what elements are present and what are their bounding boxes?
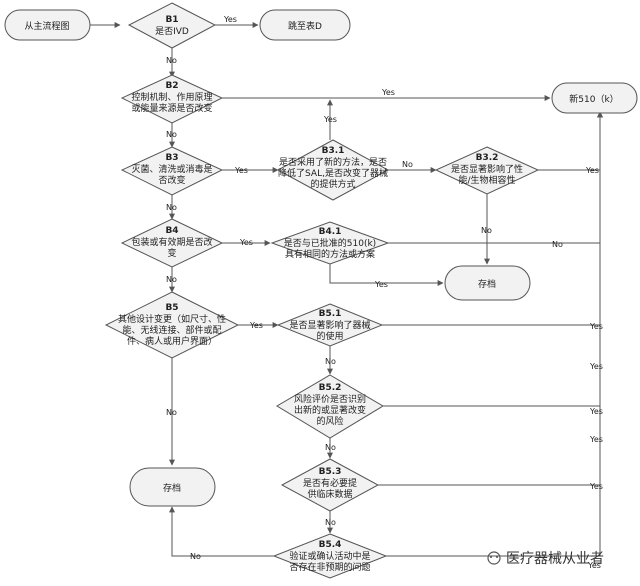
node-b32-line2: 能/生物相容性	[458, 174, 515, 186]
label-no-b53: No	[325, 518, 336, 527]
node-b53-id: B5.3	[319, 467, 342, 477]
node-b54-id: B5.4	[319, 540, 342, 550]
node-b51: B5.1 是否显著影响了器械 的使用	[276, 303, 384, 347]
label-yes-b1: Yes	[223, 15, 237, 24]
node-b31-id: B3.1	[322, 146, 345, 156]
node-b41: B4.1 是否与已批准的510(k) 具有相同的方法或方案	[270, 221, 390, 265]
node-b2-line1: 控制机制、作用原理	[131, 91, 212, 103]
node-archive-1: 存档	[444, 265, 531, 301]
node-b52-line1: 风险评价是否识别	[294, 393, 366, 405]
label-no-b4: No	[166, 275, 177, 284]
node-b52: B5.2 风险评价是否识别 出新的或显著改变 的风险	[276, 374, 384, 439]
node-b31-line1: 是否采用了新的方法，是否	[279, 156, 387, 168]
label-no-b2: No	[166, 130, 177, 139]
node-goto-d-text: 跳至表D	[288, 20, 322, 32]
node-b32-id: B3.2	[476, 153, 499, 163]
label-yes-b51: Yes	[589, 322, 603, 331]
node-b52-id: B5.2	[319, 383, 342, 393]
label-no-b52: No	[325, 443, 336, 452]
label-yes-b41: Yes	[374, 280, 388, 289]
wechat-icon	[487, 551, 501, 565]
label-no-b54: No	[190, 552, 201, 561]
node-b52-line2: 出新的或显著改变	[294, 404, 366, 416]
node-b3-line1: 灭菌、清洗或消毒是	[131, 163, 212, 175]
edge-b41-archive	[329, 262, 444, 286]
label-yes-b54: Yes	[587, 561, 601, 570]
node-b1-id: B1	[165, 15, 178, 25]
node-b54: B5.4 验证或确认活动中是 否存在非预期的问题	[272, 533, 388, 579]
node-b4: B4 包装或有效期是否改 变	[120, 218, 224, 268]
node-b31: B3.1 是否采用了新的方法，是否 降低了SAL,是否改变了器械 的提供方式	[276, 139, 390, 201]
node-b32-line1: 是否显著影响了性	[451, 163, 523, 175]
node-b41-line1: 是否与已批准的510(k)	[284, 237, 376, 249]
node-b4-line1: 包装或有效期是否改	[131, 236, 212, 248]
node-archive-1-text: 存档	[478, 278, 496, 290]
node-b53-line2: 供临床数据	[307, 488, 352, 500]
node-new510-text: 新510（k）	[569, 93, 618, 105]
label-no-b32: No	[481, 226, 492, 235]
label-yes-b53: Yes	[589, 482, 603, 491]
label-no-b1: No	[166, 56, 177, 65]
label-yes-b4: Yes	[239, 238, 253, 247]
node-archive-2: 存档	[129, 467, 216, 507]
node-b51-line2: 的使用	[316, 330, 343, 342]
edge-labels: Yes No Yes No Yes Yes No Yes No No Yes N…	[166, 15, 603, 570]
watermark: 医疗器械从业者	[487, 551, 604, 567]
label-yes-b2: Yes	[381, 88, 395, 97]
node-b5-line3: 件、病人或用户界面）	[127, 335, 217, 347]
node-b53-line1: 是否有必要提	[303, 477, 357, 489]
label-no-b51: No	[325, 357, 336, 366]
label-no-b41: No	[552, 240, 563, 249]
node-b51-line1: 是否显著影响了器械	[289, 319, 370, 331]
node-b3-id: B3	[165, 153, 178, 163]
node-b2: B2 控制机制、作用原理 或能量来源是否改变	[120, 74, 224, 124]
node-b5-line2: 能、无线连接、部件或配	[122, 324, 221, 336]
node-b54-line1: 验证或确认活动中是	[289, 550, 370, 562]
node-goto-d: 跳至表D	[259, 9, 351, 41]
label-yes-trunk1: Yes	[589, 362, 603, 371]
label-yes-b3: Yes	[234, 166, 248, 175]
label-yes-b31: Yes	[323, 115, 337, 124]
node-start: 从主流程图	[4, 9, 91, 41]
edge-b54-archive2	[169, 506, 276, 557]
node-b3-line2: 否改变	[158, 174, 185, 186]
node-b2-line2: 或能量来源是否改变	[131, 102, 212, 114]
node-b54-line2: 否存在非预期的问题	[289, 561, 370, 573]
node-b1-text: 是否IVD	[155, 26, 189, 37]
node-b3: B3 灭菌、清洗或消毒是 否改变	[120, 146, 224, 196]
node-b2-id: B2	[165, 81, 178, 91]
label-no-b31: No	[402, 160, 413, 169]
label-yes-b5: Yes	[249, 321, 263, 330]
node-b5: B5 其他设计变更（如尺寸、性 能、无线连接、部件或配 件、病人或用户界面）	[104, 291, 240, 359]
node-b31-line2: 降低了SAL,是否改变了器械	[278, 167, 388, 179]
label-yes-b32: Yes	[585, 166, 599, 175]
node-b1: B1 是否IVD	[127, 2, 217, 49]
watermark-text: 医疗器械从业者	[506, 551, 604, 567]
node-b41-line2: 具有相同的方法或方案	[285, 248, 375, 260]
node-b32: B3.2 是否显著影响了性 能/生物相容性	[434, 146, 540, 195]
node-b52-line3: 的风险	[316, 415, 343, 427]
node-b51-id: B5.1	[319, 309, 342, 319]
node-b41-id: B4.1	[319, 227, 342, 237]
node-b4-id: B4	[165, 226, 178, 236]
edge-b32-new510	[538, 111, 603, 171]
edges	[90, 22, 603, 557]
label-no-b5: No	[166, 408, 177, 417]
node-archive-2-text: 存档	[163, 482, 181, 494]
node-b4-line2: 变	[167, 247, 176, 259]
node-start-text: 从主流程图	[24, 20, 69, 32]
node-b5-id: B5	[165, 303, 178, 313]
node-new510: 新510（k）	[551, 82, 638, 114]
node-b5-line1: 其他设计变更（如尺寸、性	[118, 313, 226, 325]
node-b31-line3: 的提供方式	[310, 178, 355, 190]
label-no-b3: No	[166, 203, 177, 212]
label-yes-b52: Yes	[589, 407, 603, 416]
node-b53: B5.3 是否有必要提 供临床数据	[280, 458, 380, 512]
label-yes-trunk2: Yes	[589, 435, 603, 444]
